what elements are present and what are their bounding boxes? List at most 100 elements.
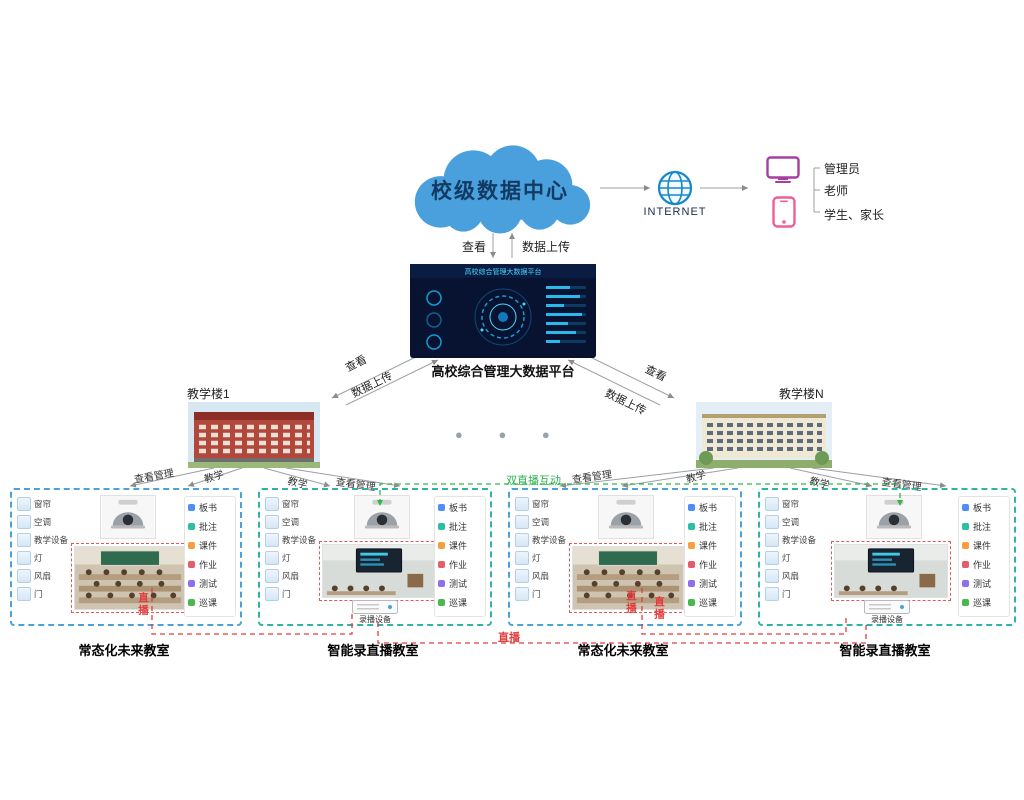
device-label: 风扇: [282, 571, 300, 581]
user-students-label: 学生、家长: [824, 208, 885, 222]
user-teacher-label: 老师: [824, 184, 849, 198]
room-title-normal-1: 常态化未来教室: [78, 643, 170, 658]
device-item: 灯: [265, 551, 321, 565]
device-item: 教学设备: [515, 533, 571, 547]
recorder-caption: 录播设备: [871, 615, 903, 624]
device-label: 灯: [532, 553, 541, 563]
device-item: 门: [265, 587, 321, 601]
recorder-caption: 录播设备: [359, 615, 391, 624]
function-label: 巡课: [699, 598, 718, 608]
device-item: 窗帘: [265, 497, 321, 511]
door-icon: [765, 587, 779, 601]
function-label: 作业: [449, 560, 468, 570]
fan-icon: [515, 569, 529, 583]
homework-icon: [188, 561, 195, 568]
function-item: 作业: [438, 558, 482, 571]
monitor-icon: [766, 156, 800, 184]
classroom-box-smart-1: 窗帘 空调 教学设备 灯 风扇 门 板书 批注 课件 作业 测试 巡课 录播设备: [258, 488, 492, 626]
function-label: 板书: [449, 503, 468, 513]
user-admin-label: 管理员: [824, 162, 861, 176]
light-icon: [515, 551, 529, 565]
homework-icon: [438, 561, 445, 568]
test-icon: [962, 580, 969, 587]
function-label: 测试: [973, 579, 992, 589]
device-label: 空调: [782, 517, 800, 527]
function-label: 测试: [449, 579, 468, 589]
platform-caption: 高校综合管理大数据平台: [431, 364, 575, 379]
function-label: 板书: [699, 503, 718, 513]
recording-classroom-photo: [319, 541, 439, 601]
ac-icon: [17, 515, 31, 529]
function-item: 作业: [688, 558, 732, 571]
device-label: 窗帘: [532, 499, 550, 509]
patrol-icon: [188, 599, 195, 606]
device-item: 门: [515, 587, 571, 601]
patrol-icon: [962, 599, 969, 606]
board-writing-icon: [438, 504, 445, 511]
data-center-cloud: 校级数据中心: [396, 140, 604, 235]
device-list: 窗帘 空调 教学设备 灯 风扇 门: [17, 497, 73, 605]
courseware-icon: [438, 542, 445, 549]
function-label: 批注: [973, 522, 992, 532]
device-label: 风扇: [782, 571, 800, 581]
function-item: 课件: [962, 539, 1006, 552]
device-item: 空调: [17, 515, 73, 529]
device-label: 教学设备: [282, 535, 317, 545]
light-icon: [765, 551, 779, 565]
device-item: 门: [765, 587, 821, 601]
recording-classroom-photo: [831, 541, 951, 601]
teaching-device-icon: [265, 533, 279, 547]
function-label: 课件: [199, 541, 218, 551]
function-label: 测试: [199, 579, 218, 589]
function-list: 板书 批注 课件 作业 测试 巡课: [184, 496, 236, 617]
function-label: 测试: [699, 579, 718, 589]
dual-live-label: 双直播互动: [506, 475, 561, 487]
device-item: 风扇: [515, 569, 571, 583]
device-item: 空调: [265, 515, 321, 529]
function-label: 作业: [699, 560, 718, 570]
device-item: 风扇: [265, 569, 321, 583]
courseware-icon: [188, 542, 195, 549]
function-item: 巡课: [188, 596, 232, 609]
device-label: 教学设备: [782, 535, 817, 545]
recorder-device-image: [352, 600, 398, 614]
room-title-normal-2: 常态化未来教室: [577, 643, 669, 658]
cloud-icon: [414, 145, 591, 234]
device-list: 窗帘 空调 教学设备 灯 风扇 门: [265, 497, 321, 605]
function-item: 巡课: [438, 596, 482, 609]
curtain-icon: [515, 497, 529, 511]
device-item: 灯: [515, 551, 571, 565]
function-label: 巡课: [449, 598, 468, 608]
teaching-device-icon: [515, 533, 529, 547]
room-title-smart-2: 智能录直播教室: [839, 643, 931, 658]
curtain-icon: [265, 497, 279, 511]
device-label: 门: [34, 589, 43, 599]
dome-camera-image: [354, 495, 410, 539]
function-label: 板书: [199, 503, 218, 513]
live-label: 直播: [653, 596, 665, 621]
function-label: 批注: [199, 522, 218, 532]
homework-icon: [688, 561, 695, 568]
fan-icon: [17, 569, 31, 583]
function-item: 批注: [688, 520, 732, 533]
light-icon: [17, 551, 31, 565]
classroom-box-normal-1: 窗帘 空调 教学设备 灯 风扇 门 板书 批注 课件 作业 测试 巡课: [10, 488, 242, 626]
function-label: 课件: [973, 541, 992, 551]
courseware-icon: [688, 542, 695, 549]
function-item: 课件: [438, 539, 482, 552]
device-list: 窗帘 空调 教学设备 灯 风扇 门: [765, 497, 821, 605]
function-item: 作业: [188, 558, 232, 571]
function-item: 课件: [688, 539, 732, 552]
annotation-icon: [438, 523, 445, 530]
device-label: 灯: [782, 553, 791, 563]
platform-screen-title: 高校综合管理大数据平台: [465, 267, 542, 276]
device-label: 窗帘: [782, 499, 800, 509]
live-label: 直播: [625, 590, 637, 615]
function-item: 板书: [438, 501, 482, 514]
function-item: 板书: [188, 501, 232, 514]
classroom-box-smart-2: 窗帘 空调 教学设备 灯 风扇 门 板书 批注 课件 作业 测试 巡课 录播设备: [758, 488, 1016, 626]
device-item: 空调: [515, 515, 571, 529]
internet-label: INTERNET: [643, 206, 707, 218]
device-item: 风扇: [765, 569, 821, 583]
